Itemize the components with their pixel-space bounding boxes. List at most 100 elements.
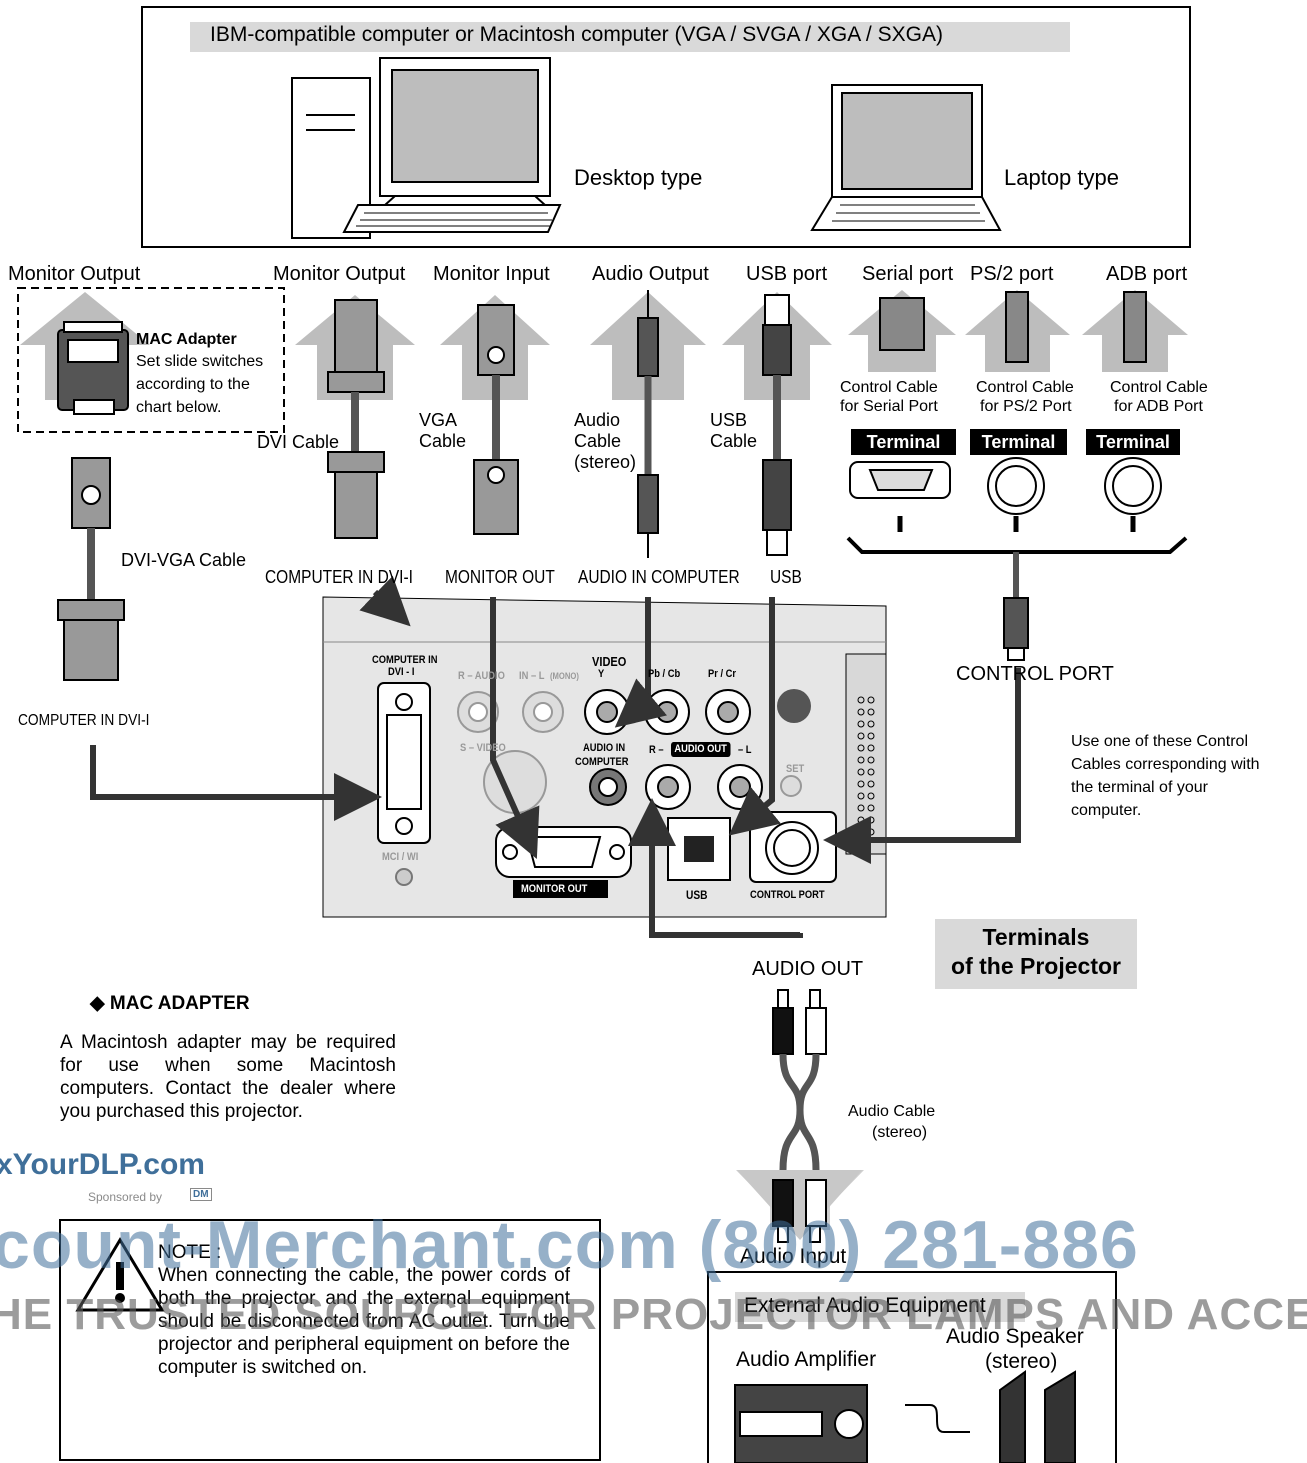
usb-cable [762,294,792,556]
panel-set: SET [786,763,805,775]
panel-y: Y [598,668,605,680]
desktop-computer-icon [291,57,562,239]
control-port-cable [1003,552,1029,661]
laptop-label: Laptop type [1004,165,1119,190]
mac-adapter-line3: chart below. [136,399,222,416]
mac-adapter-line2: according to the [136,376,250,393]
adb-port-label: ADB port [1106,263,1188,285]
watermark-sponsor-logo: DM [190,1188,212,1201]
audio-cable-label-2: Cable [574,431,622,451]
panel-s-video: S – VIDEO [460,742,506,754]
watermark-tagline: HE TRUSTED SOURCE FOR PROJECTOR LAMPS AN… [0,1290,1307,1339]
computer-title-bar [190,22,1070,52]
terminal-brace [846,536,1188,554]
panel-monitor-out: MONITOR OUT [521,883,588,895]
desktop-label: Desktop type [574,165,703,190]
audio-in-computer-label: AUDIO IN COMPUTER [578,567,740,587]
dvi-cable-label: DVI Cable [257,432,340,452]
panel-computer: COMPUTER [575,756,629,768]
computer-title: IBM-compatible computer or Macintosh com… [210,23,943,46]
panel-mci-wi: MCI / WI [382,851,419,863]
terminal-badge-adb: Terminal [1086,429,1180,455]
watermark-site: xYourDLP.com [0,1148,205,1181]
panel-audio-in: AUDIO IN [583,742,626,754]
ctrl-serial-label-2: for Serial Port [840,398,938,415]
usb-cable-label-2: Cable [710,431,758,451]
computer-in-dvi-label: COMPUTER IN DVI-I [265,567,413,587]
external-equipment-title: External Audio Equipment [744,1294,986,1317]
panel-control-port: CONTROL PORT [750,889,825,901]
external-equipment-box [707,1271,1117,1463]
audio-cable [637,290,659,558]
panel-mono: (MONO) [550,671,579,681]
panel-r-audio: R – AUDIO [458,670,505,682]
serial-port-label: Serial port [862,263,954,285]
ctrl-ps2-label-2: for PS/2 Port [980,398,1072,415]
monitor-output-label-2: Monitor Output [273,263,406,285]
control-note-line3: the terminal of your [1071,779,1208,796]
audio-amplifier-label: Audio Amplifier [736,1348,877,1371]
usb-port-label: USB port [746,263,828,285]
terminal-badge-serial: Terminal [851,429,956,455]
dvi-vga-cable [57,457,125,681]
mac-section-body: A Macintosh adapter may be required for … [60,1032,396,1122]
note-box [59,1219,601,1461]
panel-r-minus: R – [649,744,664,756]
mac-section-heading: ◆ MAC ADAPTER [90,993,250,1014]
terminal-icons [849,457,1162,532]
control-cable-plugs [879,291,1147,363]
usb-label: USB [770,567,802,587]
audio-cable-label-1b: Audio Cable [848,1103,936,1120]
audio-cable-label-1: Audio [574,410,621,430]
ctrl-serial-label-1: Control Cable [840,379,938,396]
vga-cable-label-1: VGA [419,410,458,430]
watermark-sponsor: Sponsored by [88,1190,163,1204]
terminals-title-2: of the Projector [951,953,1121,979]
watermark-merchant: count-Merchant.com (800) 281-886 [0,1207,1139,1283]
vga-cable [473,304,519,535]
audio-output-label: Audio Output [592,263,709,285]
panel-video: VIDEO [592,654,627,669]
panel-usb: USB [686,888,708,902]
terminals-title-box [935,919,1137,989]
audio-out-label: AUDIO OUT [752,958,864,980]
monitor-out-label: MONITOR OUT [445,567,555,587]
warning-icon [75,1237,165,1312]
panel-pr-cr: Pr / Cr [708,668,737,680]
audio-cable-label-2b: (stereo) [872,1124,928,1141]
dvi-cable [327,299,385,539]
audio-out-cable [772,989,827,1171]
computer-frame [141,6,1191,248]
connection-lines [90,575,1021,938]
panel-audio-out: AUDIO OUT [671,742,731,757]
panel-minus-l: – L [738,744,752,756]
panel-pb-cb: Pb / Cb [648,668,681,680]
monitor-output-label-1: Monitor Output [8,263,141,285]
laptop-computer-icon [810,84,1002,231]
ctrl-ps2-label-1: Control Cable [976,379,1074,396]
usb-cable-label-1: USB [710,410,748,430]
panel-dvi-i: DVI - I [388,666,415,678]
dvi-vga-cable-label: DVI-VGA Cable [121,550,247,570]
audio-cable-label-3: (stereo) [574,452,637,472]
control-note-line4: computer. [1071,802,1142,819]
note-title: NOTE : [158,1242,222,1263]
audio-speaker-label-1: Audio Speaker [946,1325,1084,1348]
note-body: When connecting the cable, the power cor… [158,1265,570,1378]
ctrl-adb-label-1: Control Cable [1110,379,1208,396]
monitor-input-label: Monitor Input [433,263,550,285]
computer-in-dvi-label-2: COMPUTER IN DVI-I [18,712,150,729]
amplifier-icon [734,1384,970,1463]
speaker-icon [999,1370,1076,1463]
mac-adapter-icon [57,321,129,415]
mac-adapter-title: MAC Adapter [136,331,237,348]
audio-speaker-label-2: (stereo) [985,1350,1058,1373]
control-note-line1: Use one of these Control [1071,733,1248,750]
terminal-badge-ps2: Terminal [970,429,1067,455]
audio-input-label: Audio Input [740,1245,847,1268]
ps2-port-label: PS/2 port [970,263,1054,285]
ctrl-adb-label-2: for ADB Port [1114,398,1203,415]
vga-cable-label-2: Cable [419,431,467,451]
